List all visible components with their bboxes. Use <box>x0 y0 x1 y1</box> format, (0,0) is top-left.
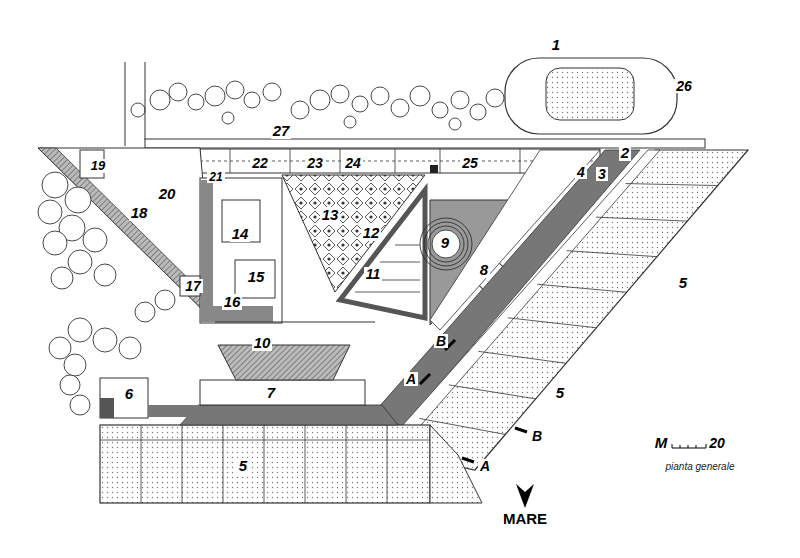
callout-number: 18 <box>129 205 150 221</box>
path-edge <box>145 62 146 140</box>
callout-number: 5 <box>677 275 689 291</box>
unit-line <box>387 425 388 503</box>
unit-line <box>419 418 505 434</box>
callout-number: 12 <box>361 225 382 241</box>
callout-number: 5 <box>237 458 249 474</box>
section-letter: B <box>530 429 544 444</box>
band-corner <box>430 425 482 503</box>
tree-group <box>38 172 175 415</box>
building-block <box>200 178 282 323</box>
scale-text: M <box>653 435 670 451</box>
callout-number: 22 <box>250 156 270 171</box>
callout-number: 10 <box>252 335 273 351</box>
callout-number: 15 <box>246 269 267 285</box>
scale-bar <box>672 444 706 448</box>
courtyard <box>235 260 275 298</box>
seating-rows <box>355 245 420 292</box>
callout-number: 25 <box>460 156 480 171</box>
callout-number: 21 <box>207 171 224 184</box>
sea-label: MARE <box>501 511 549 527</box>
section-letter: A <box>478 459 492 474</box>
unit-line <box>346 425 347 503</box>
callout-number: 24 <box>343 156 363 171</box>
unit-line <box>305 425 306 503</box>
hall-triangle <box>340 190 425 318</box>
callout-number: 17 <box>183 279 203 294</box>
unit-line <box>100 440 430 441</box>
callout-number: 11 <box>364 267 383 282</box>
callout-number: 8 <box>478 262 490 278</box>
callout-number: 27 <box>271 123 292 139</box>
sea-arrow <box>516 484 534 508</box>
section-letter: A <box>404 372 418 387</box>
unit-line <box>508 318 597 328</box>
unit-line <box>223 425 224 503</box>
callout-number: 5 <box>554 385 566 401</box>
callout-number: 1 <box>550 37 562 53</box>
callout-number: 2 <box>619 145 631 161</box>
caption: pianta generale <box>664 461 737 472</box>
wall-band <box>100 398 114 418</box>
track-inner <box>546 68 634 120</box>
unit-line <box>537 284 626 292</box>
diagonal-wing <box>38 148 215 322</box>
callout-number: 26 <box>674 79 694 94</box>
path-edge <box>215 322 375 323</box>
unit-line <box>141 425 142 503</box>
callout-number: 20 <box>157 186 178 202</box>
wall-band <box>200 180 213 322</box>
unit-line <box>626 184 718 186</box>
building-6 <box>100 378 148 418</box>
corridor <box>148 405 200 417</box>
unit-line <box>596 217 687 221</box>
theatre-arcs <box>420 218 472 270</box>
band-edge <box>385 150 660 455</box>
callout-number: 19 <box>89 159 107 173</box>
residential-band <box>100 425 430 503</box>
callout-number: 16 <box>222 294 243 310</box>
residential-band <box>390 150 748 470</box>
stair <box>430 165 438 173</box>
path-edge <box>125 62 126 146</box>
callout-number: 14 <box>230 226 251 242</box>
tree-line <box>131 66 528 130</box>
callout-number: 3 <box>596 167 608 182</box>
scale-text: 20 <box>707 436 727 451</box>
callout-number: 23 <box>305 156 325 171</box>
section-mark <box>420 340 527 462</box>
unit-lines <box>100 184 718 503</box>
callout-number: 7 <box>265 385 277 401</box>
courtyard-triangle <box>38 148 215 322</box>
callout-number: 6 <box>123 386 135 402</box>
section-letter: B <box>434 334 448 349</box>
corridor <box>180 405 398 425</box>
callout-number: 9 <box>439 235 451 251</box>
courtyard <box>222 200 260 242</box>
unit-line <box>264 425 265 503</box>
plaza-10 <box>218 345 350 380</box>
unit-line <box>478 351 566 363</box>
callout-number: 4 <box>575 165 587 180</box>
unit-line <box>182 425 183 503</box>
callout-number: 13 <box>320 207 341 223</box>
unit-line <box>567 251 657 257</box>
pool-building <box>200 380 365 405</box>
unit-line <box>449 385 536 399</box>
track-outer <box>505 58 677 134</box>
